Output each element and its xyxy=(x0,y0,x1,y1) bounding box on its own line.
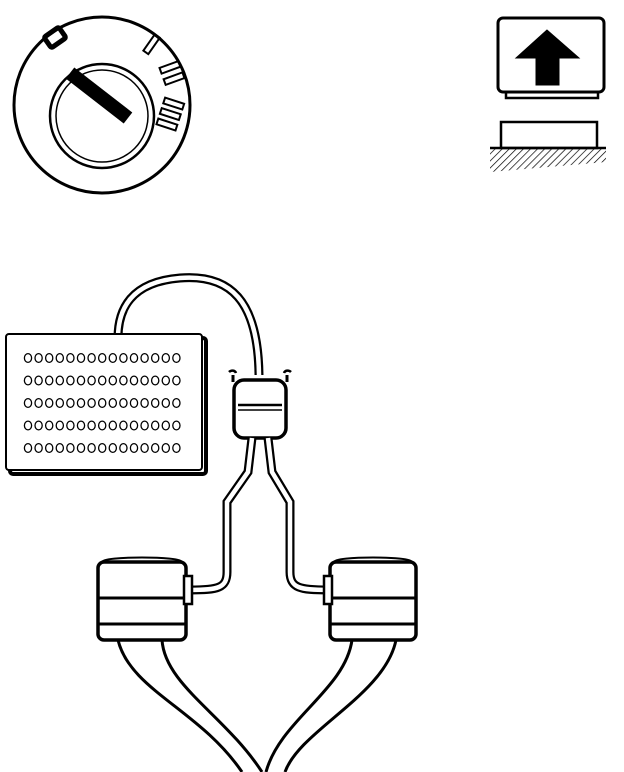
connector-pin xyxy=(161,397,171,409)
connector-pin xyxy=(140,442,149,454)
arrow-up-icon xyxy=(514,29,581,86)
connector-pin xyxy=(76,397,86,409)
connector-pin xyxy=(140,375,149,386)
connector-pin xyxy=(44,375,54,386)
connector-pin xyxy=(161,352,171,364)
connector-pin xyxy=(34,420,43,431)
connector-pin xyxy=(150,420,160,431)
connector-pin xyxy=(129,352,139,364)
connector-pin xyxy=(119,397,128,409)
connector-pin xyxy=(66,442,75,454)
connector-pin xyxy=(44,420,54,431)
connector-pin xyxy=(161,420,171,431)
cable-y-to-right xyxy=(263,437,329,595)
connector-pin xyxy=(97,442,107,454)
right-connector[interactable] xyxy=(322,556,418,642)
connector-pin xyxy=(55,420,65,431)
connector-pin xyxy=(172,442,181,454)
connector-pin xyxy=(87,442,96,454)
connector-pin xyxy=(140,352,149,364)
connector-pin xyxy=(55,375,65,386)
connector-pin xyxy=(87,375,96,386)
connector-pin xyxy=(76,375,86,386)
connector-pin xyxy=(108,420,118,431)
connector-pin xyxy=(140,420,149,431)
switch-position-2-marker xyxy=(158,59,186,87)
push-button-lip xyxy=(504,92,600,100)
y-connector xyxy=(228,369,292,440)
connector-pin xyxy=(97,397,107,409)
connector-pin xyxy=(97,375,107,386)
connector-pin xyxy=(129,442,139,454)
connector-pin xyxy=(108,375,118,386)
connector-pin xyxy=(76,442,86,454)
switch-position-0-marker xyxy=(42,25,68,50)
connector-pin xyxy=(97,420,107,431)
left-connector[interactable] xyxy=(96,556,194,642)
connector-pin xyxy=(119,420,128,431)
connector-pin xyxy=(172,375,181,386)
connector-pin xyxy=(108,397,118,409)
switch-inner-ring-2 xyxy=(55,69,149,163)
connector-pin xyxy=(108,442,118,454)
connector-pin xyxy=(129,397,139,409)
connector-pin xyxy=(34,442,43,454)
connector-pin xyxy=(23,397,33,409)
connector-pin xyxy=(87,397,96,409)
connector-pin xyxy=(129,375,139,386)
connector-pin xyxy=(23,352,33,364)
connector-pin xyxy=(55,442,65,454)
ignition-switch xyxy=(12,15,192,195)
switch-outer-ring xyxy=(12,15,192,195)
connector-pin xyxy=(66,375,75,386)
connector-pin xyxy=(172,420,181,431)
control-unit-pin-grid xyxy=(23,352,181,454)
connector-pin xyxy=(140,397,149,409)
control-unit xyxy=(5,333,208,476)
connector-pin xyxy=(161,375,171,386)
connector-pin xyxy=(87,420,96,431)
connector-pin xyxy=(44,397,54,409)
connector-pin xyxy=(150,397,160,409)
connector-pin xyxy=(23,420,33,431)
connector-pin xyxy=(34,397,43,409)
connector-pin xyxy=(23,442,33,454)
connector-pin xyxy=(150,352,160,364)
connector-pin xyxy=(172,352,181,364)
connector-pin xyxy=(172,397,181,409)
switch-position-1-marker xyxy=(141,32,162,56)
connector-pin xyxy=(34,375,43,386)
push-button-housing xyxy=(499,120,599,150)
connector-pin xyxy=(97,352,107,364)
switch-inner-ring xyxy=(48,62,156,170)
connector-pin xyxy=(108,352,118,364)
wiring-harness xyxy=(5,273,418,772)
connector-pin xyxy=(150,442,160,454)
connector-pin xyxy=(55,397,65,409)
connector-pin xyxy=(76,420,86,431)
connector-pin xyxy=(44,442,54,454)
mounting-surface xyxy=(490,148,606,172)
connector-pin xyxy=(66,397,75,409)
switch-position-3-marker xyxy=(155,96,186,132)
connector-pin xyxy=(161,442,171,454)
push-button-assembly xyxy=(490,16,606,172)
connector-pin xyxy=(119,375,128,386)
connector-pin xyxy=(55,352,65,364)
connector-pin xyxy=(34,352,43,364)
connector-pin xyxy=(76,352,86,364)
connector-pin xyxy=(87,352,96,364)
connector-pin xyxy=(44,352,54,364)
connector-pin xyxy=(119,352,128,364)
ignition-key-slot[interactable] xyxy=(65,67,133,124)
connector-pin xyxy=(23,375,33,386)
connector-pin xyxy=(129,420,139,431)
lower-cable-bundle xyxy=(116,639,398,772)
connector-pin xyxy=(66,352,75,364)
connector-pin xyxy=(66,420,75,431)
connector-pin xyxy=(119,442,128,454)
connector-pin xyxy=(150,375,160,386)
